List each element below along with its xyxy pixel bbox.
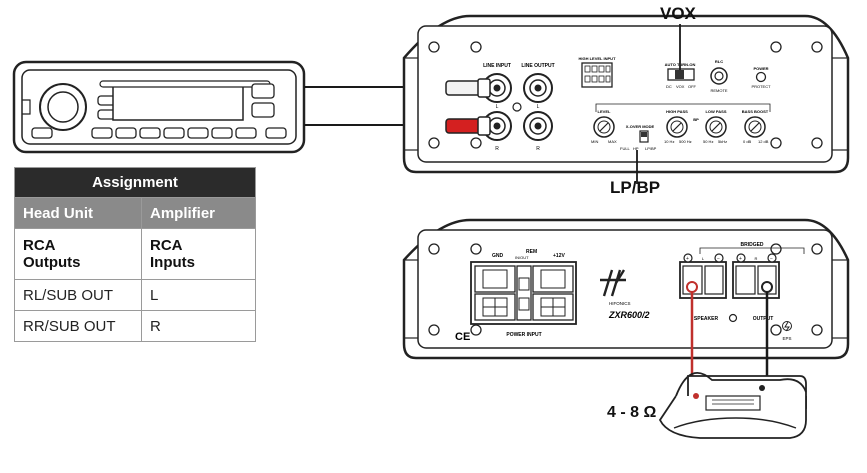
svg-text:PROTECT: PROTECT	[751, 84, 771, 89]
line-output-label: LINE OUTPUT	[521, 63, 554, 69]
svg-text:IN/OUT: IN/OUT	[515, 255, 529, 260]
table-row: RL/SUB OUT L	[14, 279, 256, 311]
amplifier-rear: GND REM IN/OUT +12V POWER INPUT HIFON	[402, 218, 850, 360]
svg-text:POWER: POWER	[753, 66, 768, 71]
line-output-jacks	[523, 73, 553, 141]
header-head-unit: Head Unit	[14, 197, 142, 229]
svg-text:VOX: VOX	[676, 84, 685, 89]
amplifier-front: LINE INPUT LINE OUTPUT L L R R HIGH LEVE…	[402, 14, 850, 174]
xover-mode-switch: X-OVER MODE FULL HP LP/BP	[620, 124, 657, 151]
subheader-rca-outputs: RCA Outputs	[14, 228, 142, 280]
svg-text:X-OVER MODE: X-OVER MODE	[626, 124, 655, 129]
rlc-remote-jack: RLC REMOTE	[710, 59, 728, 93]
svg-text:RLC: RLC	[715, 59, 723, 64]
high-pass-knob: HIGH PASS 10 Hz 500 Hz	[664, 109, 692, 144]
subwoofer	[658, 371, 807, 439]
table-cell: RL/SUB OUT	[14, 279, 142, 311]
table-header-row: Head Unit Amplifier	[14, 197, 256, 229]
svg-text:−: −	[717, 256, 720, 262]
svg-text:MAX: MAX	[608, 139, 617, 144]
display	[112, 85, 244, 121]
svg-text:+12V: +12V	[553, 253, 565, 259]
svg-text:HIGH PASS: HIGH PASS	[666, 109, 688, 114]
rca-plug-white	[445, 78, 491, 98]
svg-text:DC: DC	[666, 84, 672, 89]
svg-text:BASS BOOST: BASS BOOST	[742, 109, 769, 114]
line-input-r-label: R	[495, 146, 499, 152]
svg-text:MIN: MIN	[591, 139, 598, 144]
svg-text:50 Hz: 50 Hz	[703, 139, 713, 144]
svg-text:500 Hz: 500 Hz	[679, 139, 692, 144]
speaker-output-terminals: BRIDGED + − + − L R SPEAKER OUTPUT	[679, 242, 805, 323]
table-row: RR/SUB OUT R	[14, 310, 256, 342]
svg-text:REM: REM	[526, 249, 537, 255]
rca-plug-red	[445, 116, 491, 136]
table-cell: RR/SUB OUT	[14, 310, 142, 342]
svg-text:LEVEL: LEVEL	[598, 109, 611, 114]
svg-text:+: +	[686, 256, 689, 262]
low-pass-knob: LOW PASS 50 Hz 5kHz	[703, 109, 727, 144]
svg-text:REMOTE: REMOTE	[710, 88, 727, 93]
line-input-l-label: L	[496, 104, 499, 110]
svg-text:LOW PASS: LOW PASS	[705, 109, 726, 114]
assignment-table: Assignment Head Unit Amplifier RCA Outpu…	[14, 167, 256, 342]
bp-label: BP	[693, 117, 699, 122]
line-input-label: LINE INPUT	[483, 63, 511, 69]
svg-text:GND: GND	[492, 253, 504, 259]
head-unit	[12, 60, 306, 154]
lpbp-label: LP/BP	[610, 178, 661, 197]
table-subheader-row: RCA Outputs RCA Inputs	[14, 228, 256, 280]
svg-text:0 dB: 0 dB	[743, 139, 752, 144]
svg-text:EPS: EPS	[782, 336, 791, 341]
svg-text:SPEAKER: SPEAKER	[694, 316, 719, 322]
svg-text:FULL: FULL	[620, 146, 631, 151]
svg-text:5kHz: 5kHz	[718, 139, 727, 144]
line-output-l-label: L	[537, 104, 540, 110]
svg-text:BRIDGED: BRIDGED	[740, 242, 763, 248]
high-level-input-connector: HIGH LEVEL INPUT	[578, 56, 616, 88]
header-amplifier: Amplifier	[141, 197, 256, 229]
svg-text:HIFONICS: HIFONICS	[609, 301, 631, 306]
svg-text:+: +	[739, 256, 742, 262]
table-title-row: Assignment	[14, 167, 256, 198]
svg-text:ZXR600/2: ZXR600/2	[608, 310, 650, 320]
level-knob: LEVEL MIN MAX	[591, 109, 617, 144]
svg-text:POWER INPUT: POWER INPUT	[506, 332, 541, 338]
power-input-block: GND REM IN/OUT +12V POWER INPUT	[470, 249, 577, 338]
ce-mark: CE	[455, 331, 470, 343]
svg-text:LP/BP: LP/BP	[645, 146, 657, 151]
svg-text:L: L	[702, 256, 705, 261]
svg-text:−: −	[770, 256, 773, 262]
svg-text:10 Hz: 10 Hz	[664, 139, 674, 144]
svg-text:OUTPUT: OUTPUT	[753, 316, 774, 322]
vox-label: VOX	[660, 4, 696, 23]
table-title: Assignment	[14, 167, 256, 198]
table-cell: L	[141, 279, 256, 311]
svg-text:HP: HP	[633, 146, 639, 151]
svg-text:OFF: OFF	[688, 84, 697, 89]
hifonics-logo: HIFONICS ZXR600/2	[600, 269, 650, 320]
table-cell: R	[141, 310, 256, 342]
bass-boost-knob: BASS BOOST 0 dB 12 dB	[742, 109, 769, 144]
eps-icon: EPS	[782, 321, 792, 341]
power-led: POWER PROTECT	[751, 66, 771, 89]
volume-knob	[39, 83, 87, 131]
impedance-label: 4 - 8 Ω	[607, 404, 657, 421]
svg-text:12 dB: 12 dB	[758, 139, 769, 144]
line-output-r-label: R	[536, 146, 540, 152]
svg-text:R: R	[755, 256, 758, 261]
svg-text:HIGH LEVEL INPUT: HIGH LEVEL INPUT	[578, 56, 616, 61]
subheader-rca-inputs: RCA Inputs	[141, 228, 256, 280]
